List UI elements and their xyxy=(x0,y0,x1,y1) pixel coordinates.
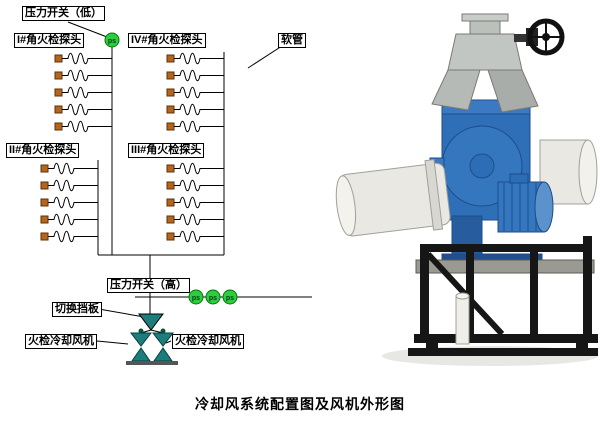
pipe-lines xyxy=(67,21,312,345)
system-schematic: ps ps ps ps xyxy=(40,21,312,365)
figure-caption: 冷却风系统配置图及风机外形图 xyxy=(195,396,405,412)
ps-text: ps xyxy=(226,295,234,302)
pressure-switch-high-label: 压力开关（高） xyxy=(107,278,190,293)
cooling-fan-symbol-right xyxy=(151,328,175,362)
ps-text: ps xyxy=(108,38,116,45)
probe-group-ii-symbols xyxy=(40,162,99,243)
cooling-fan-right-label: 火检冷却风机 xyxy=(172,334,244,349)
ps-text: ps xyxy=(209,295,217,302)
ps-indicator-1: ps xyxy=(188,289,204,305)
photo-inlet-box xyxy=(431,13,539,113)
photo-motor xyxy=(497,173,554,233)
photo-handwheel xyxy=(514,18,565,56)
hose-label: 软管 xyxy=(278,33,306,48)
pressure-switch-low-label: 压力开关（低） xyxy=(22,6,105,21)
probe-group-i-label: I#角火检探头 xyxy=(14,33,85,48)
switch-damper-symbol xyxy=(138,313,164,331)
photo-base-frame xyxy=(408,236,598,356)
probe-group-iii-label: III#角火检探头 xyxy=(128,143,205,158)
probe-group-iv-label: IV#角火检探头 xyxy=(128,33,206,48)
photo-drain-pipe xyxy=(455,292,470,345)
probe-group-iv-symbols xyxy=(166,52,225,133)
switch-damper-label: 切换挡板 xyxy=(52,302,102,317)
ps-text: ps xyxy=(192,295,200,302)
probe-group-iii-symbols xyxy=(166,162,225,243)
probe-group-i-symbols xyxy=(54,52,113,133)
fan-base xyxy=(126,361,178,365)
cooling-fan-symbol-left xyxy=(129,328,153,362)
ps-indicator-top: ps xyxy=(104,32,120,48)
fan-photo xyxy=(335,13,598,366)
photo-left-duct xyxy=(335,158,451,237)
cooling-fan-left-label: 火检冷却风机 xyxy=(25,334,97,349)
ps-indicator-2: ps xyxy=(205,289,221,305)
ps-indicator-3: ps xyxy=(222,289,238,305)
probe-group-ii-label: II#角火检探头 xyxy=(6,143,80,158)
